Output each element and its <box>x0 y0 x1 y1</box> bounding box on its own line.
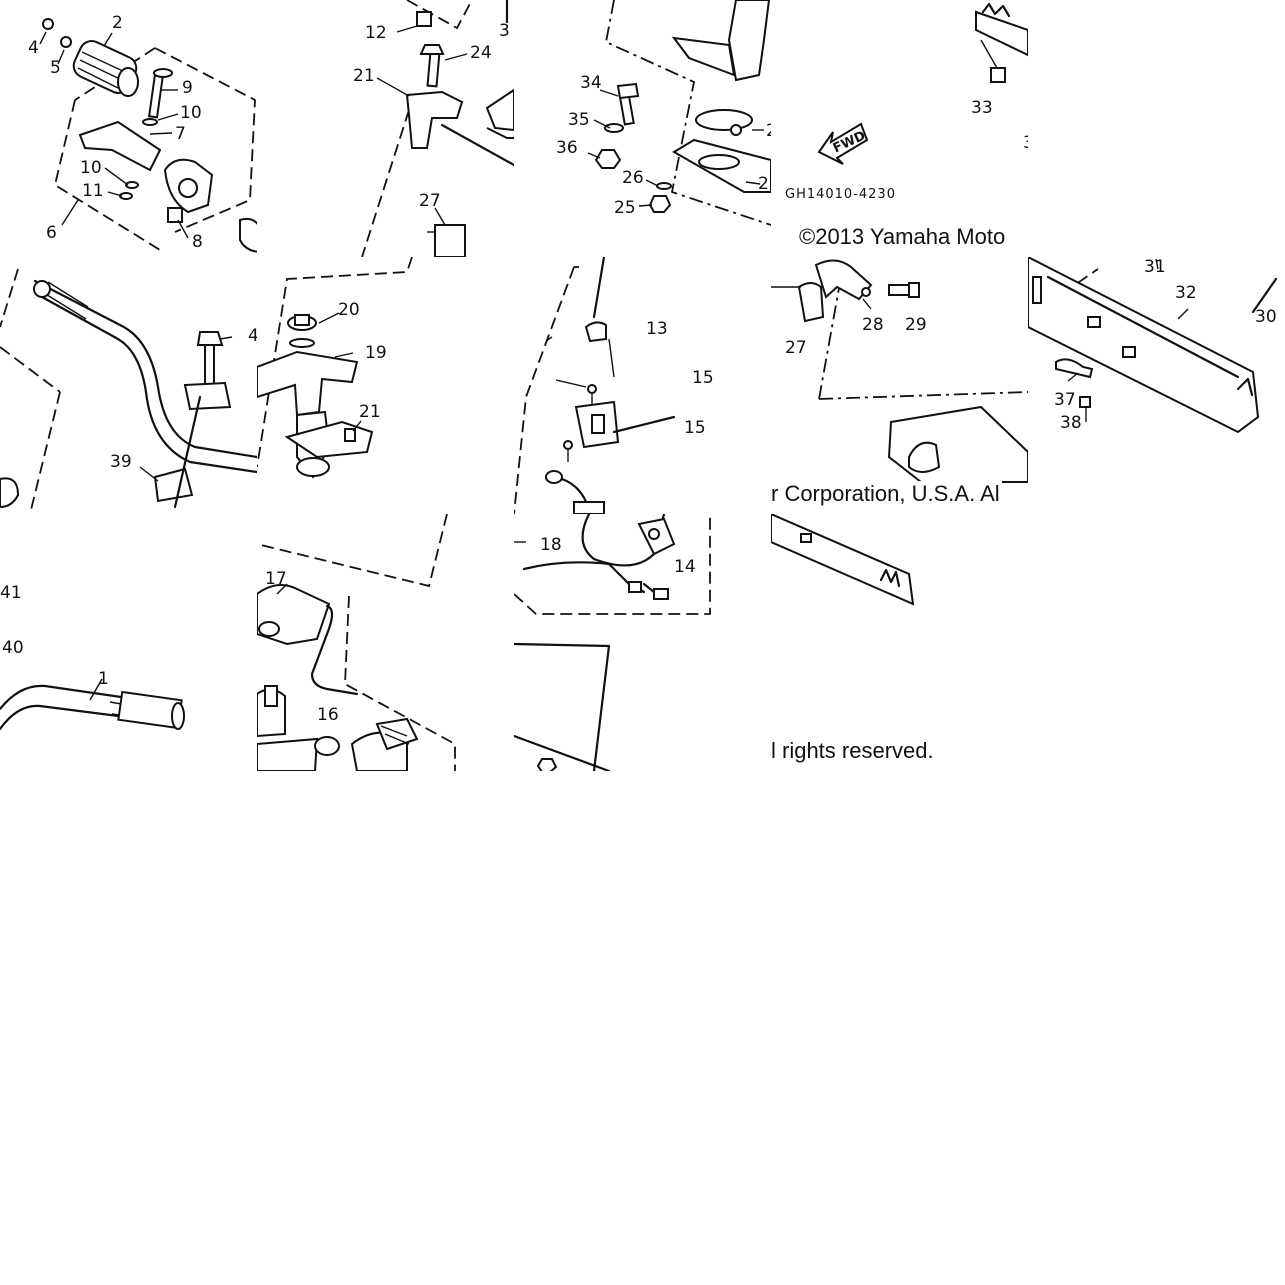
diagram-tile-r4c1 <box>257 1028 514 1285</box>
callout-33: 33 <box>971 98 993 118</box>
callout-2b: 2 <box>766 123 771 140</box>
callout-12: 12 <box>365 23 387 43</box>
callout-31: 31 <box>1144 257 1166 277</box>
console-rail-drawing <box>1028 257 1278 434</box>
clamp-bracket-drawing <box>771 259 1028 501</box>
callout-11: 11 <box>82 181 104 201</box>
callout-5: 5 <box>50 58 61 78</box>
callout-34: 34 <box>580 73 602 93</box>
diagram-tile-r3c4 <box>1028 771 1285 1028</box>
callout-19: 19 <box>365 343 387 363</box>
callout-7: 7 <box>175 124 186 144</box>
switch-housing-drawing <box>257 514 456 771</box>
diagram-tile-r3c2 <box>514 771 771 1028</box>
diagram-tile-r1c4: 31 32 30 37 38 <box>1028 257 1285 514</box>
callout-26: 26 <box>622 168 644 188</box>
callout-41: 41 <box>0 583 22 603</box>
callout-38: 38 <box>1060 413 1082 433</box>
fwd-arrow-icon: FWD <box>817 122 869 165</box>
diagram-tile-r0c0: 4 2 5 9 10 7 10 11 6 8 <box>0 0 257 257</box>
callout-17: 17 <box>265 569 287 589</box>
diagram-tile-r4c0 <box>0 1028 257 1285</box>
diagram-tile-r3c3 <box>771 771 1028 1028</box>
callout-2: 2 <box>112 13 123 33</box>
diagram-tile-r4c4 <box>1028 1028 1285 1285</box>
callout-15b: 15 <box>684 418 706 438</box>
fwd-panel-drawing: FWD <box>817 2 1028 165</box>
column-bracket-drawing <box>587 0 771 226</box>
callout-14: 14 <box>674 557 696 577</box>
callout-8: 8 <box>192 232 203 252</box>
callout-39: 39 <box>110 452 132 472</box>
callout-9: 9 <box>182 78 193 98</box>
diagram-tile-r2c2: 18 14 <box>514 514 771 771</box>
callout-29: 29 <box>905 315 927 335</box>
callout-2c: 2 <box>770 433 771 450</box>
callout-4b: 4 <box>248 326 257 346</box>
callout-13: 13 <box>646 319 668 339</box>
harness-drawing <box>514 514 711 771</box>
callout-32: 32 <box>1175 283 1197 303</box>
callout-21: 21 <box>353 66 375 86</box>
diagram-tile-r1c3: 27 28 29 <box>771 257 1028 514</box>
diagram-tile-r0c3: FWD 33 3 GH14010-4230 ©2013 Yamaha Moto <box>771 0 1028 257</box>
handle-tube-drawing <box>0 678 185 731</box>
callout-16: 16 <box>317 705 339 725</box>
callout-4: 4 <box>28 38 39 58</box>
diagram-tile-r3c1 <box>257 771 514 1028</box>
diagram-tile-r2c0: 41 40 1 <box>0 514 257 771</box>
switch-assembly-drawing <box>514 257 676 514</box>
diagram-tile-r2c4 <box>1028 514 1285 771</box>
callout-25: 25 <box>614 198 636 218</box>
callout-22: 22 <box>758 174 771 194</box>
column-holder-drawing <box>257 257 413 479</box>
diagram-tile-r2c1: 17 16 <box>257 514 514 771</box>
callout-20: 20 <box>338 300 360 320</box>
callout-21b: 21 <box>359 402 381 422</box>
rail-end-drawing <box>771 514 915 606</box>
grip-part <box>72 40 139 97</box>
diagram-tile-r0c4 <box>1028 0 1285 257</box>
diagram-code: GH14010-4230 <box>785 187 896 202</box>
diagram-tile-r2c3: l rights reserved. <box>771 514 1028 771</box>
diagram-tile-r1c1: 20 19 21 <box>257 257 514 514</box>
callout-1: 1 <box>98 669 109 689</box>
diagram-tile-r0c1: 12 3 24 21 27 <box>257 0 514 257</box>
callout-35: 35 <box>568 110 590 130</box>
diagram-tile-r3c0 <box>0 771 257 1028</box>
callout-10: 10 <box>180 103 202 123</box>
diagram-tile-r1c0: 4 39 <box>0 257 257 514</box>
handlebar-drawing <box>0 268 257 514</box>
callout-27b: 27 <box>785 338 807 358</box>
diagram-tile-r4c3 <box>771 1028 1028 1285</box>
callout-15: 15 <box>692 368 714 388</box>
column-assembly-drawing <box>361 0 514 257</box>
callout-10b: 10 <box>80 158 102 178</box>
callout-6: 6 <box>46 223 57 243</box>
callout-3: 3 <box>499 21 510 41</box>
diagram-tile-r0c2: 34 35 36 26 25 2 22 <box>514 0 771 257</box>
grip-assembly-drawing <box>39 18 257 253</box>
callout-40: 40 <box>2 638 24 658</box>
diagram-tile-r4c2 <box>514 1028 771 1285</box>
callout-18: 18 <box>540 535 562 555</box>
callout-24: 24 <box>470 43 492 63</box>
callout-27: 27 <box>419 191 441 211</box>
callout-30: 30 <box>1255 307 1277 327</box>
callout-3b: 3 <box>1023 135 1028 152</box>
callout-37: 37 <box>1054 390 1076 410</box>
callout-36: 36 <box>556 138 578 158</box>
callout-28: 28 <box>862 315 884 335</box>
copyright-part2: r Corporation, U.S.A. Al <box>771 481 1002 507</box>
copyright-part1: ©2013 Yamaha Moto <box>799 224 1006 249</box>
diagram-tile-r1c2: 13 15 15 23 2 <box>514 257 771 514</box>
copyright-part3: l rights reserved. <box>771 738 934 763</box>
